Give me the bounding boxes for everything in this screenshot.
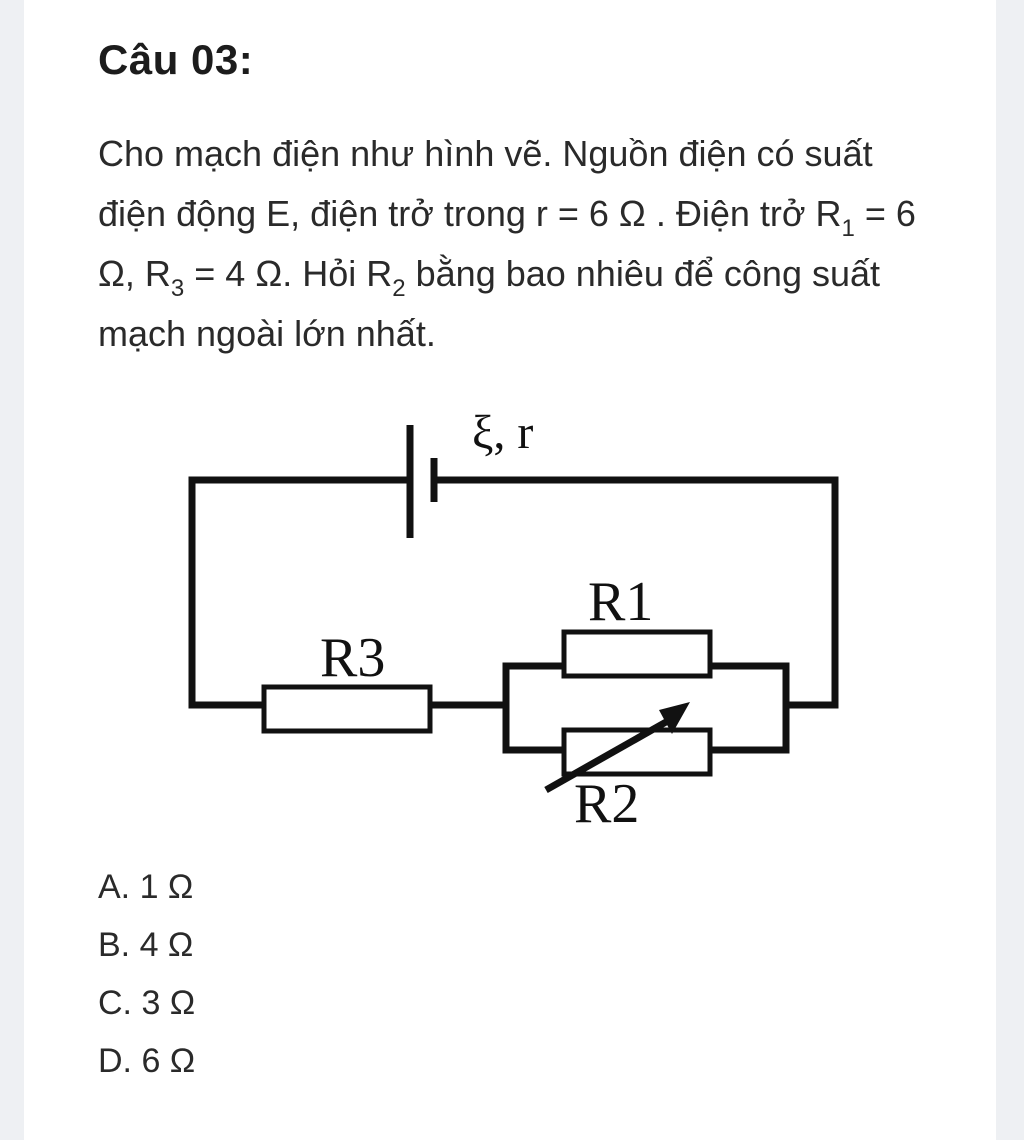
- variable-arrow-head: [659, 702, 690, 734]
- option-a[interactable]: A. 1 Ω: [98, 868, 194, 906]
- subscript-2: 2: [392, 275, 406, 303]
- option-d[interactable]: D. 6 Ω: [98, 1042, 196, 1080]
- subscript-3: 3: [170, 275, 185, 303]
- resistor-r3: [261, 684, 433, 734]
- question-text-part1: Cho mạch điện như hình vẽ. Nguồn điện có…: [98, 133, 873, 234]
- circuit-svg: ξ, r R1 R3 R2: [188, 406, 839, 835]
- question-title: Câu 03:: [98, 36, 254, 83]
- question-text-part3: = 4 Ω. Hỏi R: [184, 253, 393, 294]
- question-text-part2: = 6 Ω, R: [98, 193, 916, 294]
- question-card: Câu 03: Cho mạch điện như hình vẽ. Nguồn…: [24, 0, 996, 1140]
- r3-label: R3: [320, 627, 385, 689]
- option-c[interactable]: C. 3 Ω: [98, 984, 196, 1022]
- question-text: Cho mạch điện như hình vẽ. Nguồn điện có…: [98, 124, 938, 364]
- r1-label: R1: [588, 571, 653, 633]
- resistor-r1: [561, 629, 713, 679]
- variable-arrow-shaft: [544, 718, 668, 794]
- subscript-1: 1: [841, 215, 855, 243]
- source-label: ξ, r: [472, 406, 533, 459]
- circuit-diagram: ξ, r R1 R3 R2: [154, 380, 914, 850]
- answer-options: A. 1 Ω B. 4 Ω C. 3 Ω D. 6 Ω: [98, 858, 195, 1090]
- option-b[interactable]: B. 4 Ω: [98, 926, 194, 964]
- question-text-part4: bằng bao nhiêu để công suất mạch ngoài l…: [98, 253, 881, 354]
- r2-label: R2: [574, 773, 639, 835]
